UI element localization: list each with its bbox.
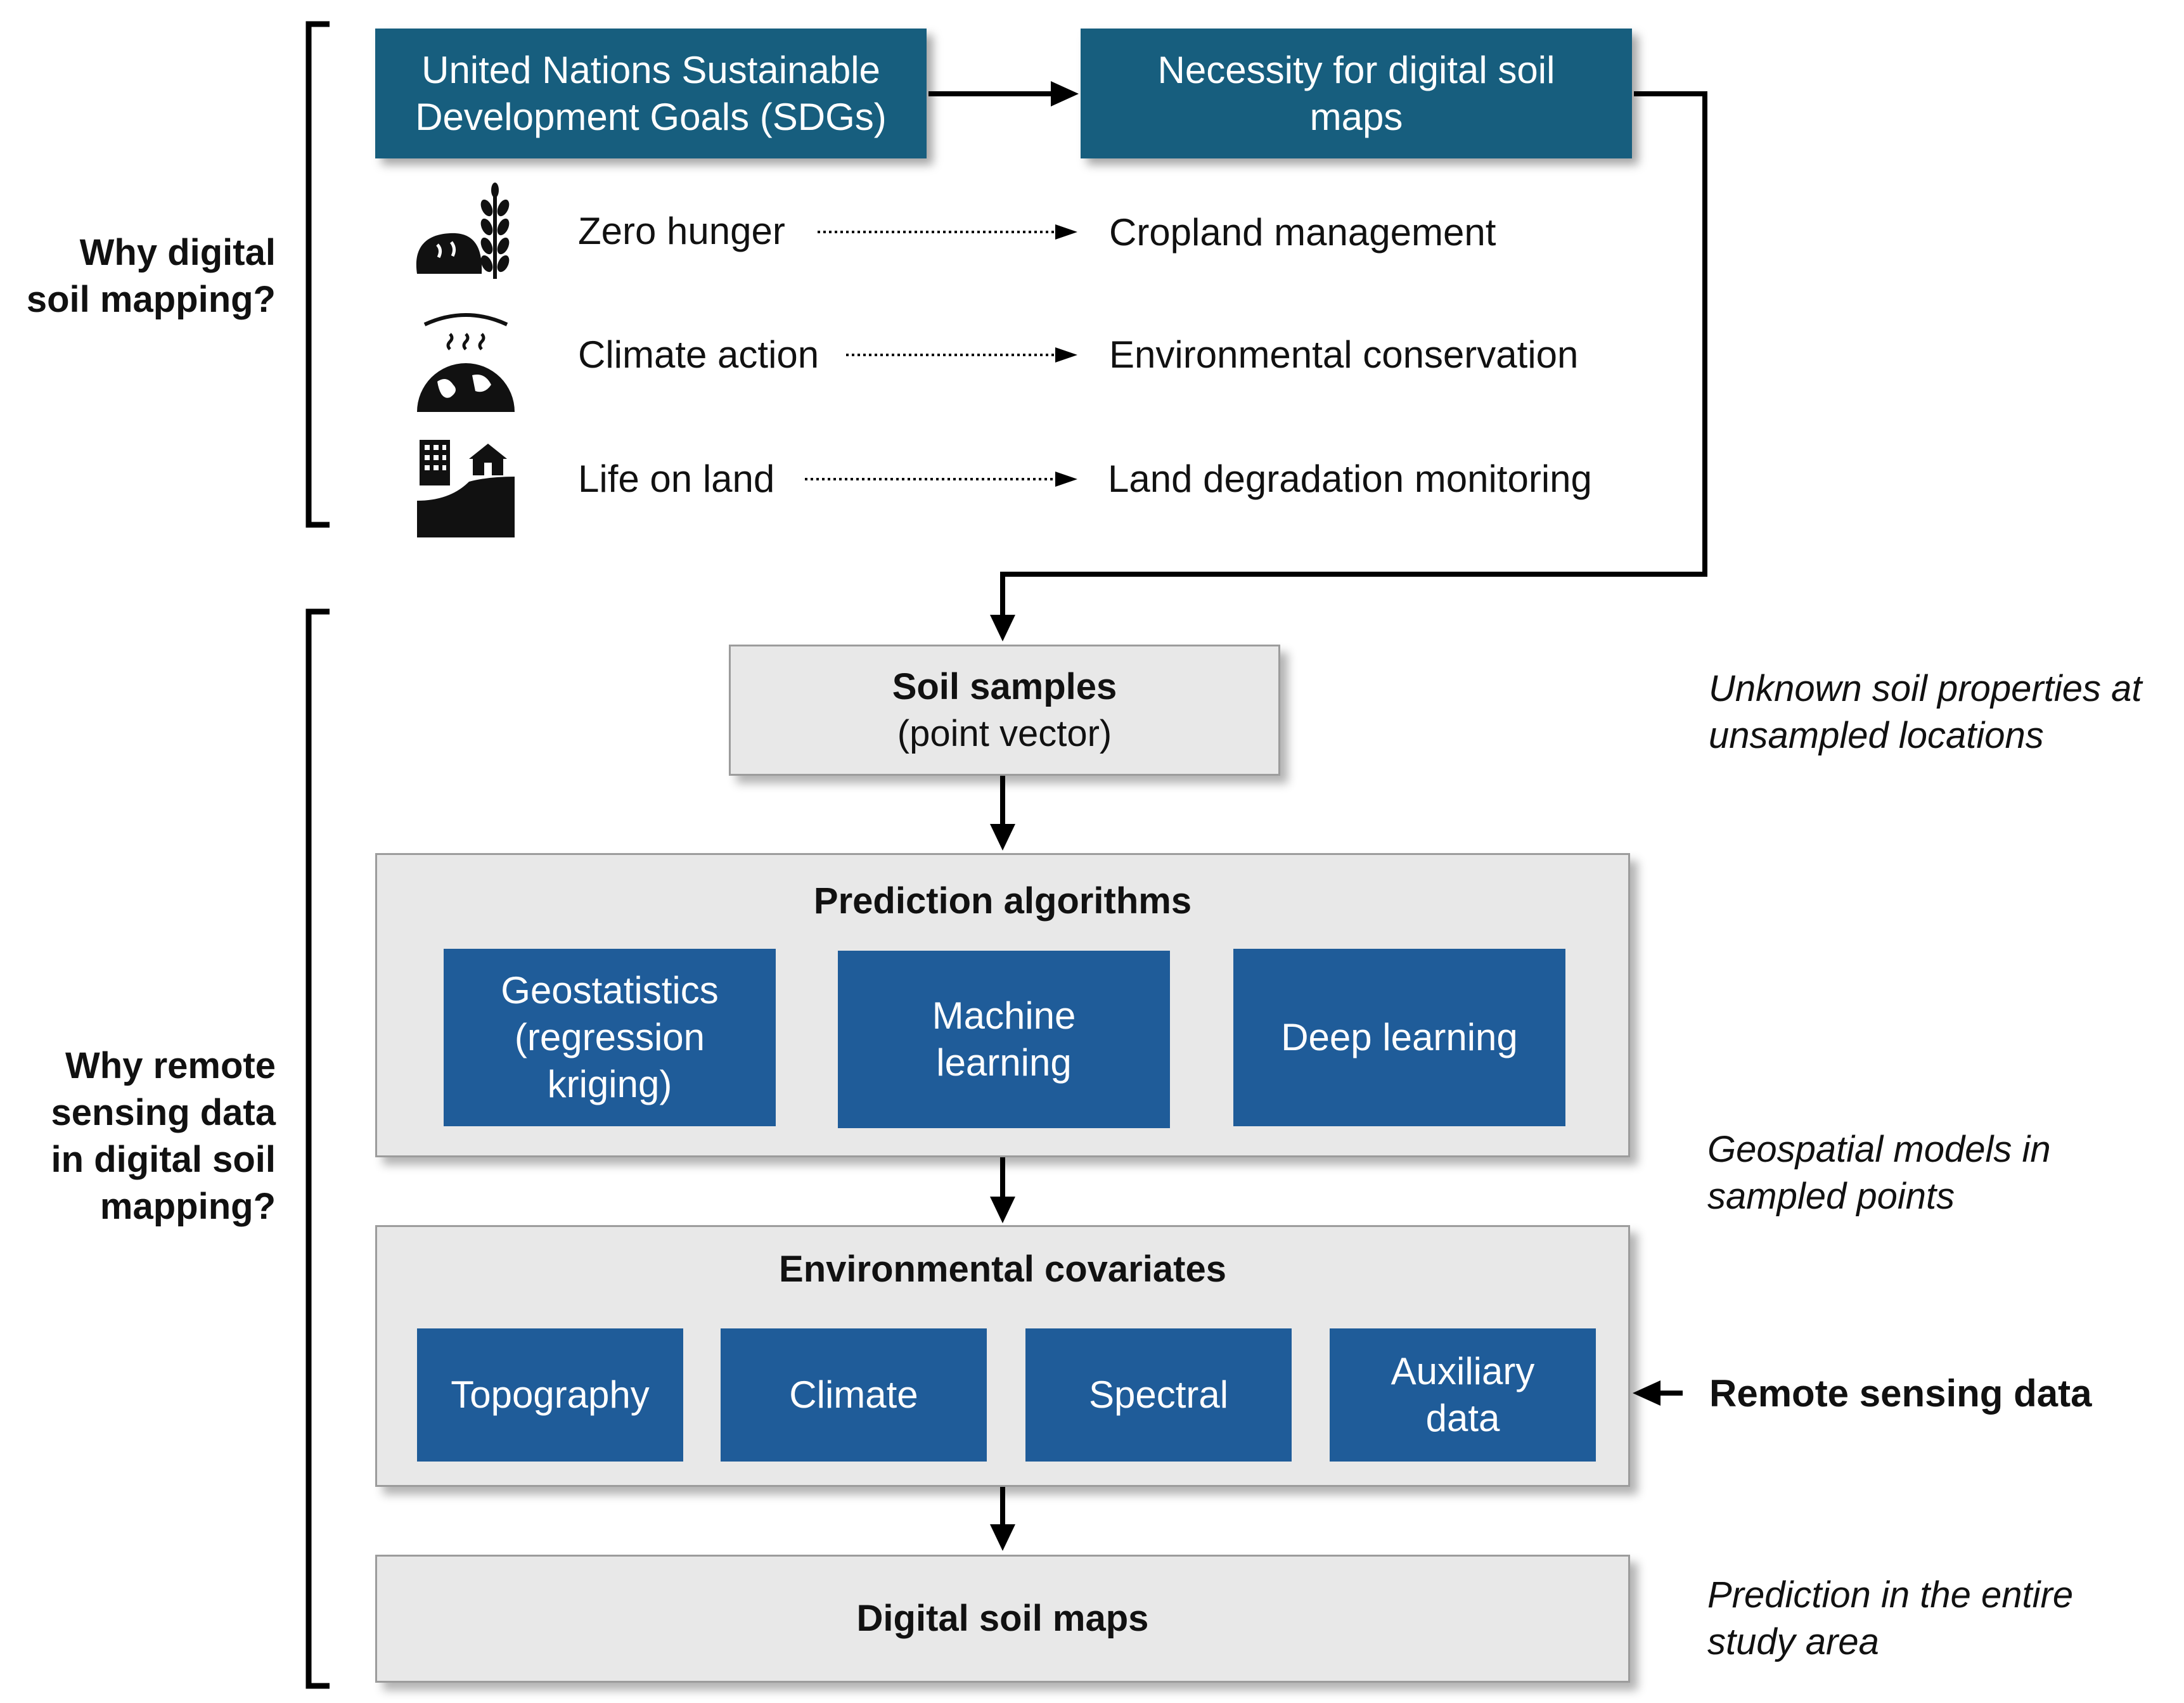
necessity-box: Necessity for digital soil maps [1081, 29, 1632, 158]
bread-wheat-icon [416, 183, 510, 279]
method-machine-learning: Machine learning [838, 951, 1170, 1128]
soil-samples-box: Soil samples (point vector) [729, 645, 1280, 776]
note-prediction-study-area: Prediction in the entire study area [1707, 1574, 2074, 1662]
method-geostatistics: Geostatistics (regression kriging) [444, 949, 776, 1126]
city-hillside-icon [417, 440, 515, 537]
prediction-algorithms-title: Prediction algorithms [813, 880, 1192, 922]
digital-soil-maps-title: Digital soil maps [856, 1598, 1149, 1639]
goal-life-on-land: Life on land [578, 458, 775, 500]
note-geospatial-models: Geospatial models in sampled points [1707, 1129, 2051, 1217]
target-environmental-conservation: Environmental conservation [1109, 333, 1579, 376]
covariate-topography: Topography [417, 1328, 683, 1462]
bracket-why-rs [305, 608, 330, 1689]
note-remote-sensing-data: Remote sensing data [1709, 1372, 2092, 1415]
covariate-climate: Climate [721, 1328, 987, 1462]
label-why-remote-sensing: Why remote sensing data in digital soil … [51, 1045, 276, 1227]
arrow-necessity-to-samples [1000, 91, 1707, 618]
goal-climate-action: Climate action [578, 333, 819, 376]
environmental-covariates-title: Environmental covariates [779, 1249, 1226, 1290]
soil-samples-title: Soil samples [892, 665, 1117, 707]
covariate-spectral: Spectral [1025, 1328, 1292, 1462]
bracket-why-dsm [305, 21, 330, 528]
note-unknown-properties: Unknown soil properties at unsampled loc… [1709, 668, 2142, 756]
covariate-auxiliary-data: Auxiliary data [1330, 1328, 1596, 1462]
warming-earth-icon [417, 313, 515, 412]
method-deep-learning: Deep learning [1233, 949, 1565, 1126]
goal-zero-hunger: Zero hunger [578, 210, 785, 252]
sdg-box: United Nations Sustainable Development G… [375, 29, 927, 158]
digital-soil-maps-box: Digital soil maps [375, 1555, 1630, 1683]
soil-samples-subtitle: (point vector) [897, 712, 1112, 754]
label-why-digital-soil-mapping: Why digital soil mapping? [26, 232, 276, 320]
target-land-degradation-monitoring: Land degradation monitoring [1108, 458, 1592, 500]
target-cropland-management: Cropland management [1109, 211, 1496, 254]
